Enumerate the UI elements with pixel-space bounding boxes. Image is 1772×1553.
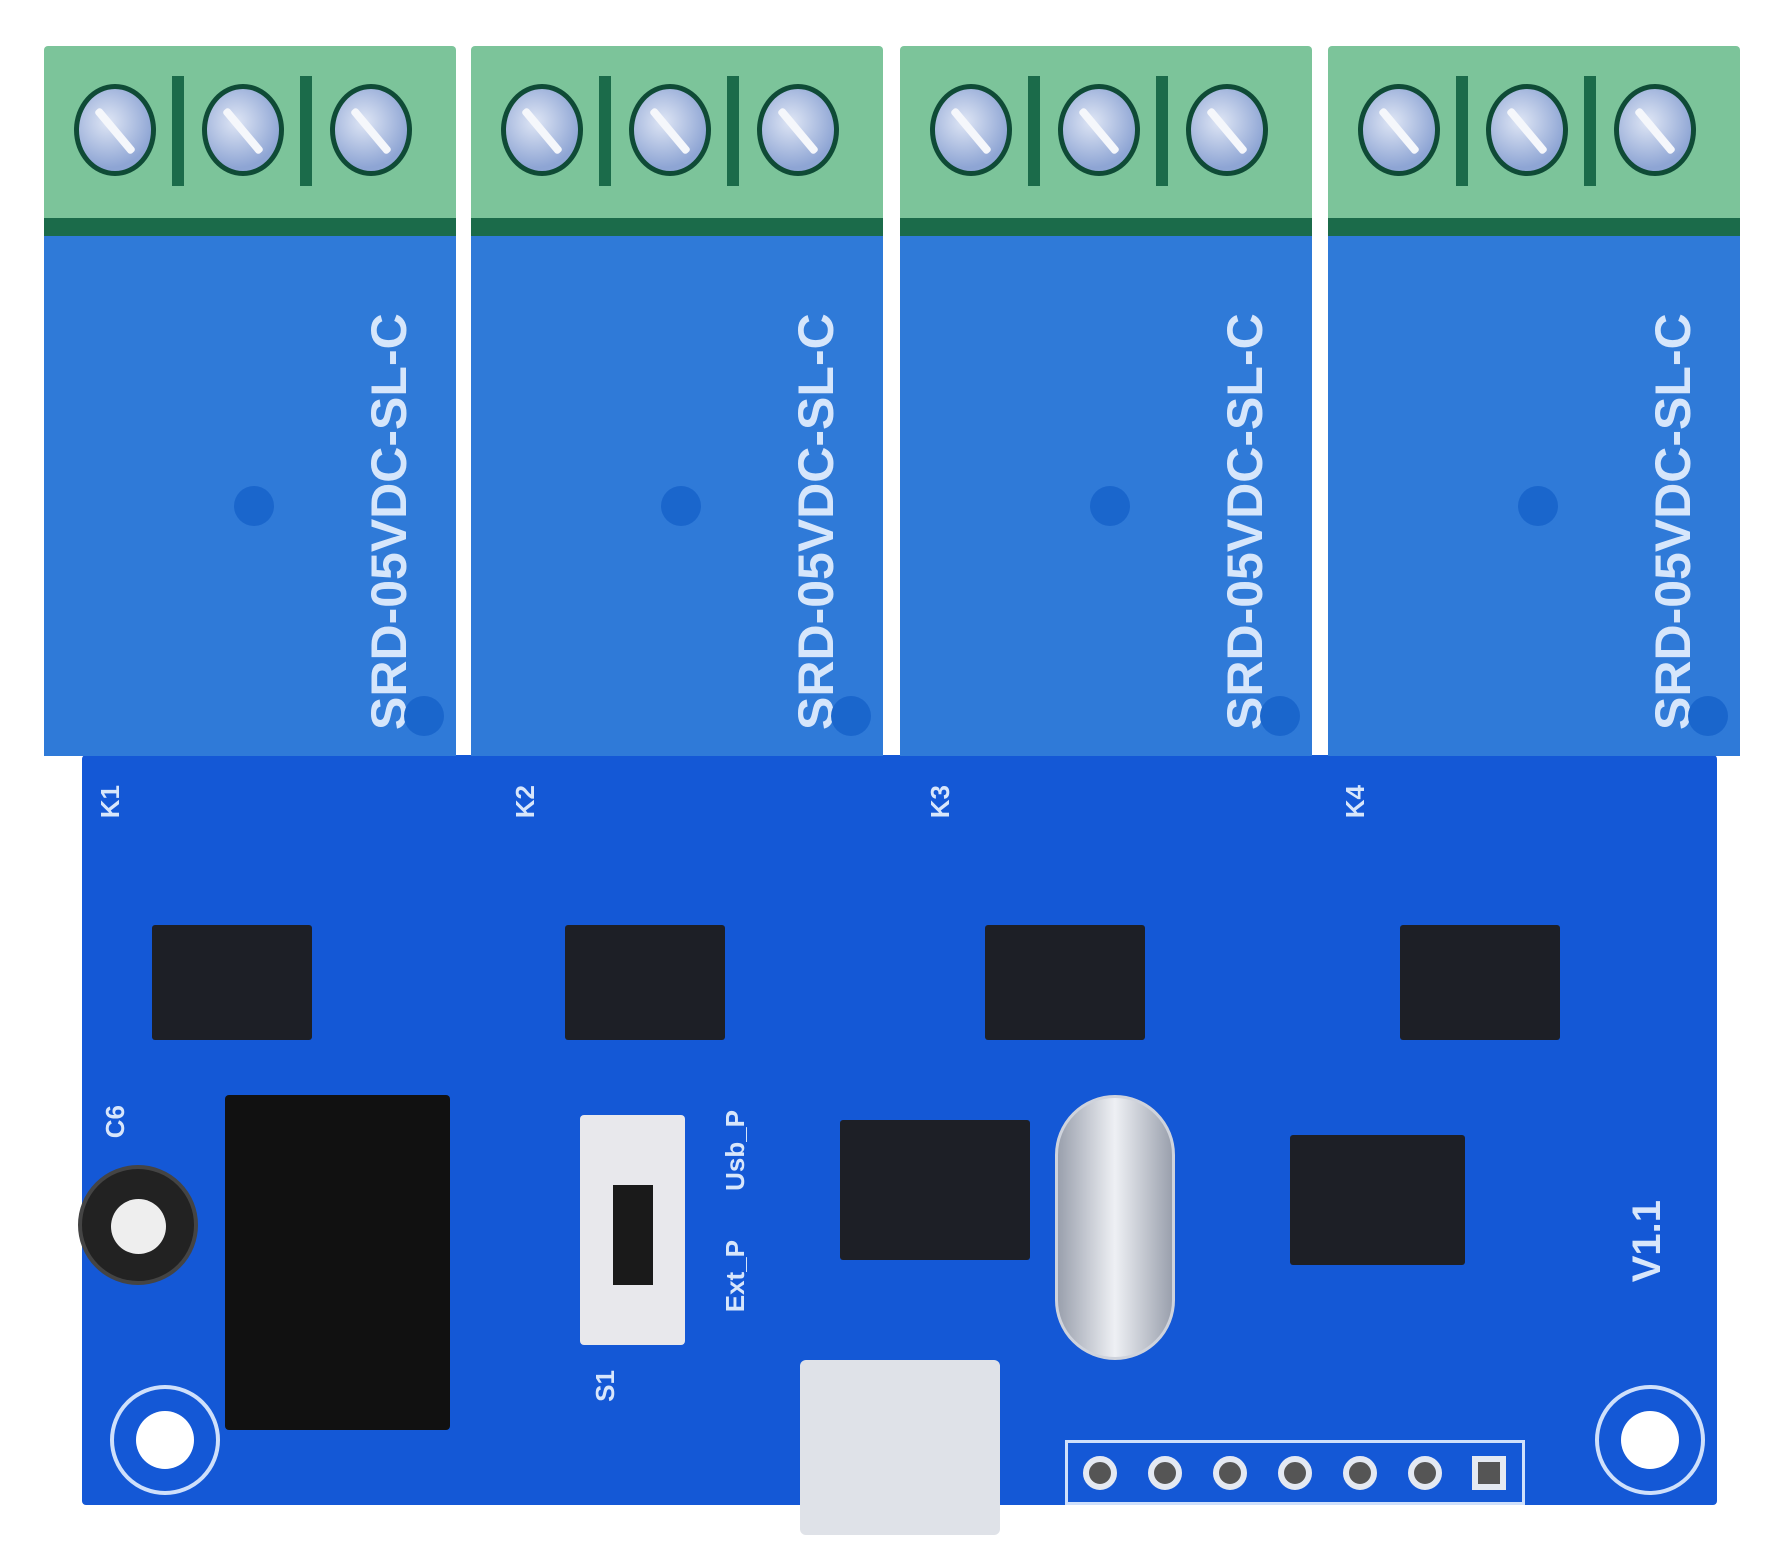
screw-terminal-3[interactable] — [900, 46, 1312, 246]
mcu-ic — [1290, 1135, 1465, 1265]
screw-icon[interactable] — [1486, 84, 1568, 176]
mounting-hole — [110, 1385, 220, 1495]
optocoupler-3 — [985, 925, 1145, 1040]
crystal-y1 — [1055, 1095, 1175, 1360]
dc-power-jack[interactable] — [225, 1095, 450, 1430]
screw-icon[interactable] — [629, 84, 711, 176]
optocoupler-4 — [1400, 925, 1560, 1040]
label-ext-p: Ext_P — [720, 1240, 750, 1313]
screw-icon[interactable] — [930, 84, 1012, 176]
label-k3: K3 — [925, 785, 955, 819]
version-label: V1.1 — [1625, 1200, 1669, 1283]
label-k4: K4 — [1340, 785, 1370, 819]
power-select-switch[interactable] — [580, 1115, 685, 1345]
optocoupler-2 — [565, 925, 725, 1040]
separator — [300, 76, 312, 186]
separator — [172, 76, 184, 186]
screw-icon[interactable] — [1186, 84, 1268, 176]
label-c6: C6 — [100, 1105, 130, 1139]
screw-icon[interactable] — [757, 84, 839, 176]
screw-icon[interactable] — [501, 84, 583, 176]
screw-icon[interactable] — [1058, 84, 1140, 176]
mounting-hole — [1595, 1385, 1705, 1495]
label-k2: K2 — [510, 785, 540, 819]
screw-terminal-2[interactable] — [471, 46, 883, 246]
relay-k3: SRD-05VDC-SL-C — [900, 236, 1312, 756]
relay-k4: SRD-05VDC-SL-C — [1328, 236, 1740, 756]
relay-label: SRD-05VDC-SL-C — [361, 313, 417, 730]
label-usb-p: Usb_P — [720, 1110, 750, 1191]
screw-icon[interactable] — [202, 84, 284, 176]
pin-header[interactable] — [1065, 1440, 1525, 1505]
screw-icon[interactable] — [1358, 84, 1440, 176]
relay-k1: SRD-05VDC-SL-C — [44, 236, 456, 756]
micro-usb-port[interactable] — [800, 1360, 1000, 1535]
screw-terminal-1[interactable] — [44, 46, 456, 246]
relay-k2: SRD-05VDC-SL-C — [471, 236, 883, 756]
label-k1: K1 — [95, 785, 125, 819]
label-s1: S1 — [590, 1370, 620, 1402]
usb-controller-ic — [840, 1120, 1030, 1260]
screw-icon[interactable] — [74, 84, 156, 176]
screw-terminal-4[interactable] — [1328, 46, 1740, 246]
electrolytic-capacitor-c6 — [78, 1165, 198, 1285]
optocoupler-1 — [152, 925, 312, 1040]
screw-icon[interactable] — [1614, 84, 1696, 176]
screw-icon[interactable] — [330, 84, 412, 176]
